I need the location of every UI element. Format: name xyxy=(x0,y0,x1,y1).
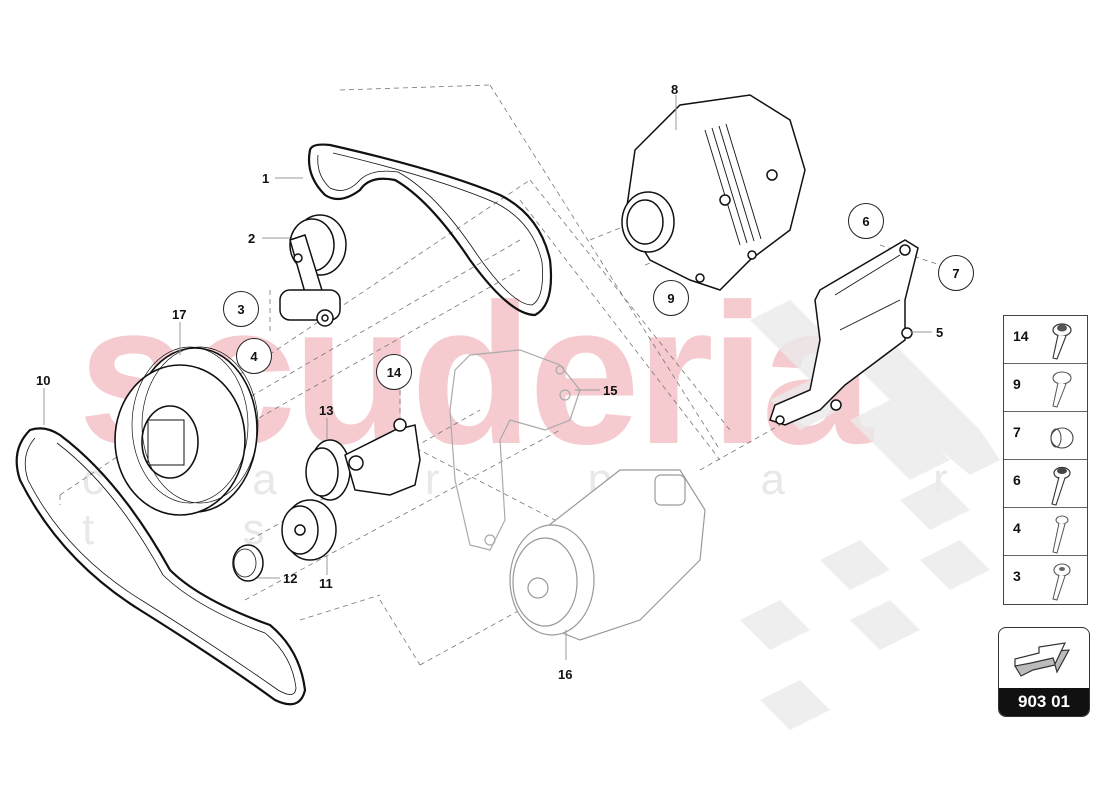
callout-12[interactable]: 12 xyxy=(283,571,298,586)
next-page-button[interactable]: 903 01 xyxy=(998,627,1090,717)
bracket xyxy=(769,239,919,426)
callout-16[interactable]: 16 xyxy=(558,667,573,682)
pan-head-bolt-icon xyxy=(1052,563,1071,601)
next-page-arrow-icon xyxy=(1014,642,1071,677)
circled-callout-3[interactable]: 3 xyxy=(223,291,259,327)
belt-lower xyxy=(15,427,307,706)
legend-row[interactable]: 7 xyxy=(1004,412,1087,460)
circled-callout-9[interactable]: 9 xyxy=(653,280,689,316)
callout-2[interactable]: 2 xyxy=(248,231,256,246)
small-pulley xyxy=(232,544,264,582)
legend-row[interactable]: 14 xyxy=(1004,316,1087,364)
legend-row[interactable]: 9 xyxy=(1004,364,1087,412)
alternator xyxy=(621,94,806,291)
flange-bolt-icon xyxy=(1052,323,1072,360)
legend-number: 14 xyxy=(1013,328,1029,344)
compressor-bracket xyxy=(449,349,581,551)
callout-17[interactable]: 17 xyxy=(172,307,187,322)
callout-5[interactable]: 5 xyxy=(936,325,944,340)
sleeve-icon xyxy=(1050,427,1074,449)
fastener-legend: 14 9 7 6 xyxy=(1003,315,1088,605)
legend-number: 6 xyxy=(1013,472,1021,488)
circled-callout-6[interactable]: 6 xyxy=(848,203,884,239)
idler-pulley xyxy=(281,499,337,561)
callout-10[interactable]: 10 xyxy=(36,373,51,388)
circled-callout-4[interactable]: 4 xyxy=(236,338,272,374)
legend-row[interactable]: 4 xyxy=(1004,508,1087,556)
ac-compressor xyxy=(509,469,706,641)
callout-13[interactable]: 13 xyxy=(319,403,334,418)
belt-upper xyxy=(307,143,553,317)
tensioner-upper xyxy=(279,214,347,327)
flange-bolt-long-icon xyxy=(1051,466,1071,506)
callout-8[interactable]: 8 xyxy=(671,82,679,97)
legend-number: 7 xyxy=(1013,424,1021,440)
crank-pulley xyxy=(114,346,259,516)
page-code: 903 01 xyxy=(999,688,1089,716)
hex-bolt-icon xyxy=(1052,371,1072,408)
callout-1[interactable]: 1 xyxy=(262,171,270,186)
socket-bolt-icon xyxy=(1052,515,1069,554)
legend-row[interactable]: 3 xyxy=(1004,556,1087,604)
legend-row[interactable]: 6 xyxy=(1004,460,1087,508)
legend-number: 9 xyxy=(1013,376,1021,392)
circled-callout-14[interactable]: 14 xyxy=(376,354,412,390)
legend-number: 3 xyxy=(1013,568,1021,584)
legend-number: 4 xyxy=(1013,520,1021,536)
callout-11[interactable]: 11 xyxy=(319,576,333,591)
dashed-guide-lines xyxy=(59,84,941,666)
callout-15[interactable]: 15 xyxy=(603,383,618,398)
circled-callout-7[interactable]: 7 xyxy=(938,255,974,291)
tensioner-lower xyxy=(305,418,421,501)
